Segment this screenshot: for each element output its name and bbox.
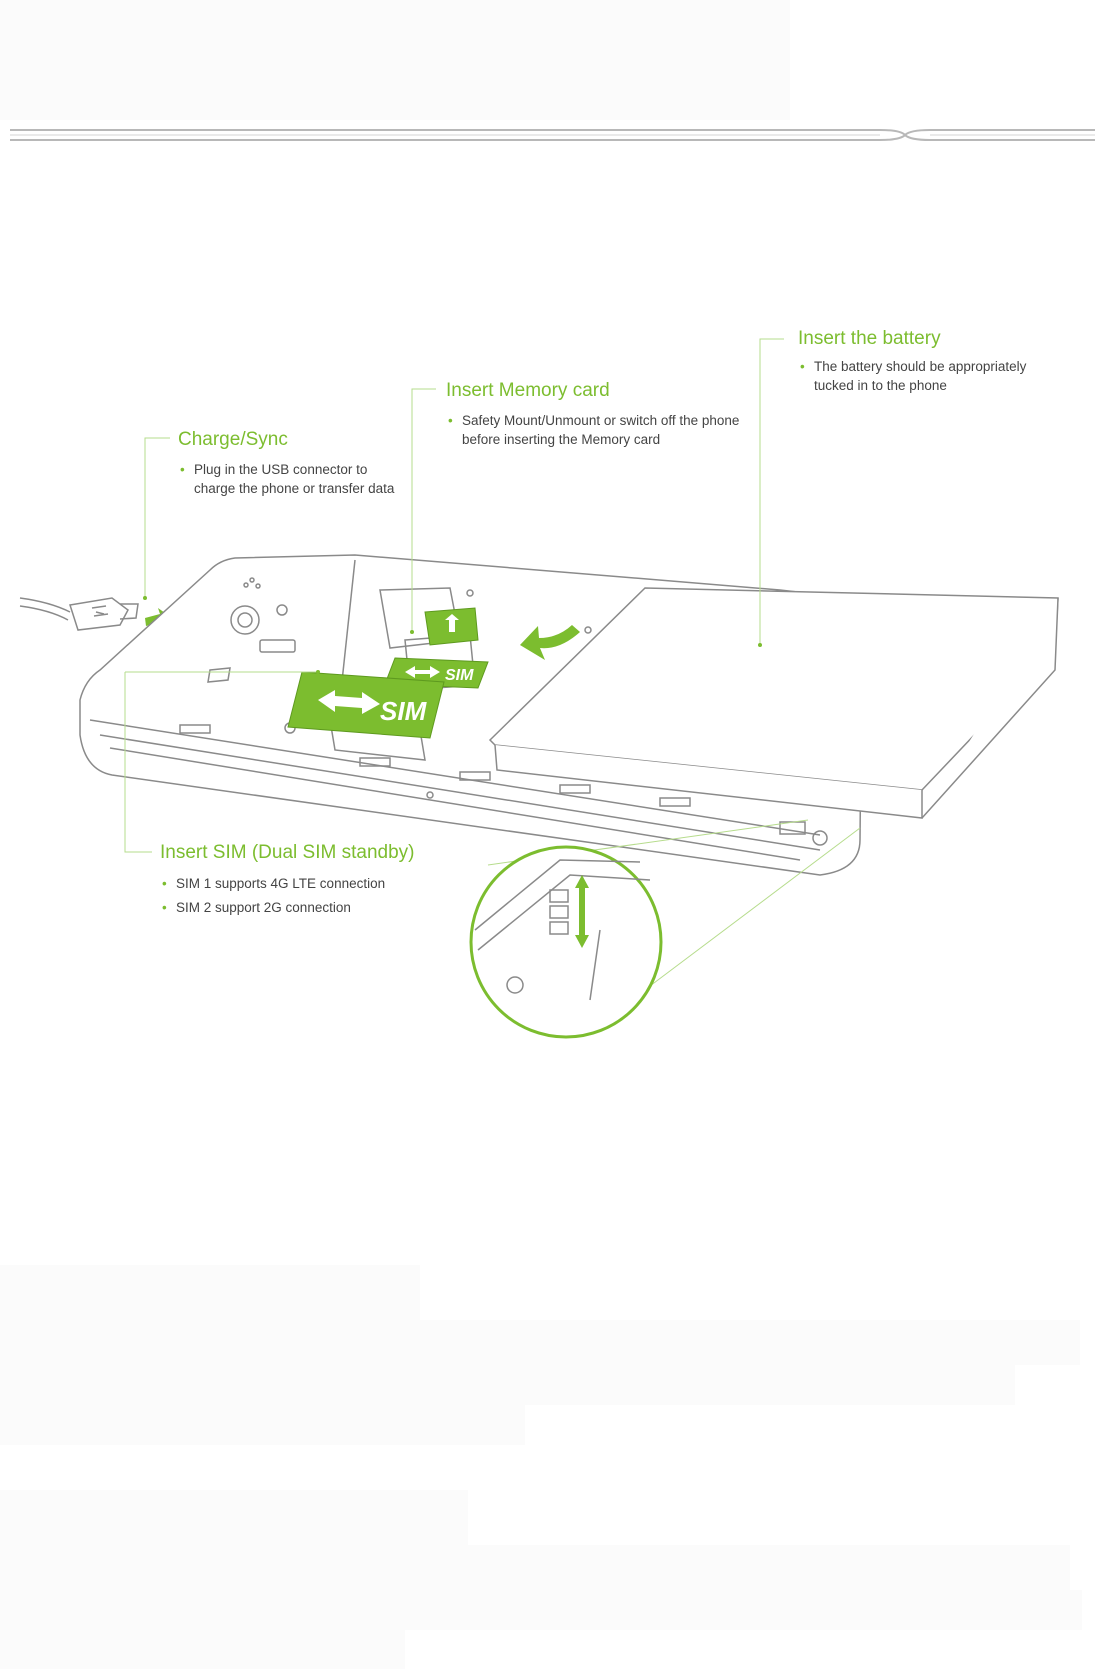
battery-callout-list: The battery should be appropriately tuck… — [800, 357, 1055, 400]
zoom-inset — [469, 819, 861, 1039]
memory-callout-item: Safety Mount/Unmount or switch off the p… — [448, 411, 743, 449]
footer-blank-block-6 — [0, 1545, 1070, 1590]
sim2-card-label: SIM — [445, 667, 474, 684]
header-divider — [10, 129, 1095, 141]
charge-callout-item: Plug in the USB connector to charge the … — [180, 460, 395, 498]
sim-card-1: SIM — [287, 671, 445, 739]
sim-callout-item-1: SIM 1 supports 4G LTE connection — [162, 874, 462, 893]
battery-arrow-icon — [520, 625, 580, 660]
footer-blank-block-4 — [0, 1405, 525, 1445]
callout-leaders — [124, 338, 784, 853]
footer-blank-block-1 — [0, 1265, 420, 1320]
footer-blank-block-2 — [0, 1320, 1080, 1365]
footer-blank-block-8 — [0, 1630, 405, 1669]
battery-callout-item: The battery should be appropriately tuck… — [800, 357, 1055, 395]
sim1-card-label: SIM — [380, 696, 428, 726]
charge-callout-title: Charge/Sync — [178, 429, 288, 450]
footer-blank-block-7 — [0, 1590, 1082, 1630]
sim-callout-item-2: SIM 2 support 2G connection — [162, 898, 462, 917]
footer-blank-block-3 — [0, 1365, 1015, 1405]
sim-callout-list: SIM 1 supports 4G LTE connection SIM 2 s… — [162, 874, 462, 922]
memory-callout-title: Insert Memory card — [446, 380, 610, 401]
usb-cable — [19, 597, 139, 631]
memory-card — [424, 607, 479, 646]
charge-callout-list: Plug in the USB connector to charge the … — [180, 460, 395, 503]
battery-callout-title: Insert the battery — [798, 328, 941, 349]
memory-callout-list: Safety Mount/Unmount or switch off the p… — [448, 411, 743, 454]
battery — [488, 587, 1059, 819]
footer-blank-block-5 — [0, 1490, 468, 1545]
header-blank-block — [0, 0, 790, 120]
phone-assembly-diagram: SIM SIM — [19, 338, 1059, 1039]
sim-callout-title: Insert SIM (Dual SIM standby) — [160, 842, 415, 863]
